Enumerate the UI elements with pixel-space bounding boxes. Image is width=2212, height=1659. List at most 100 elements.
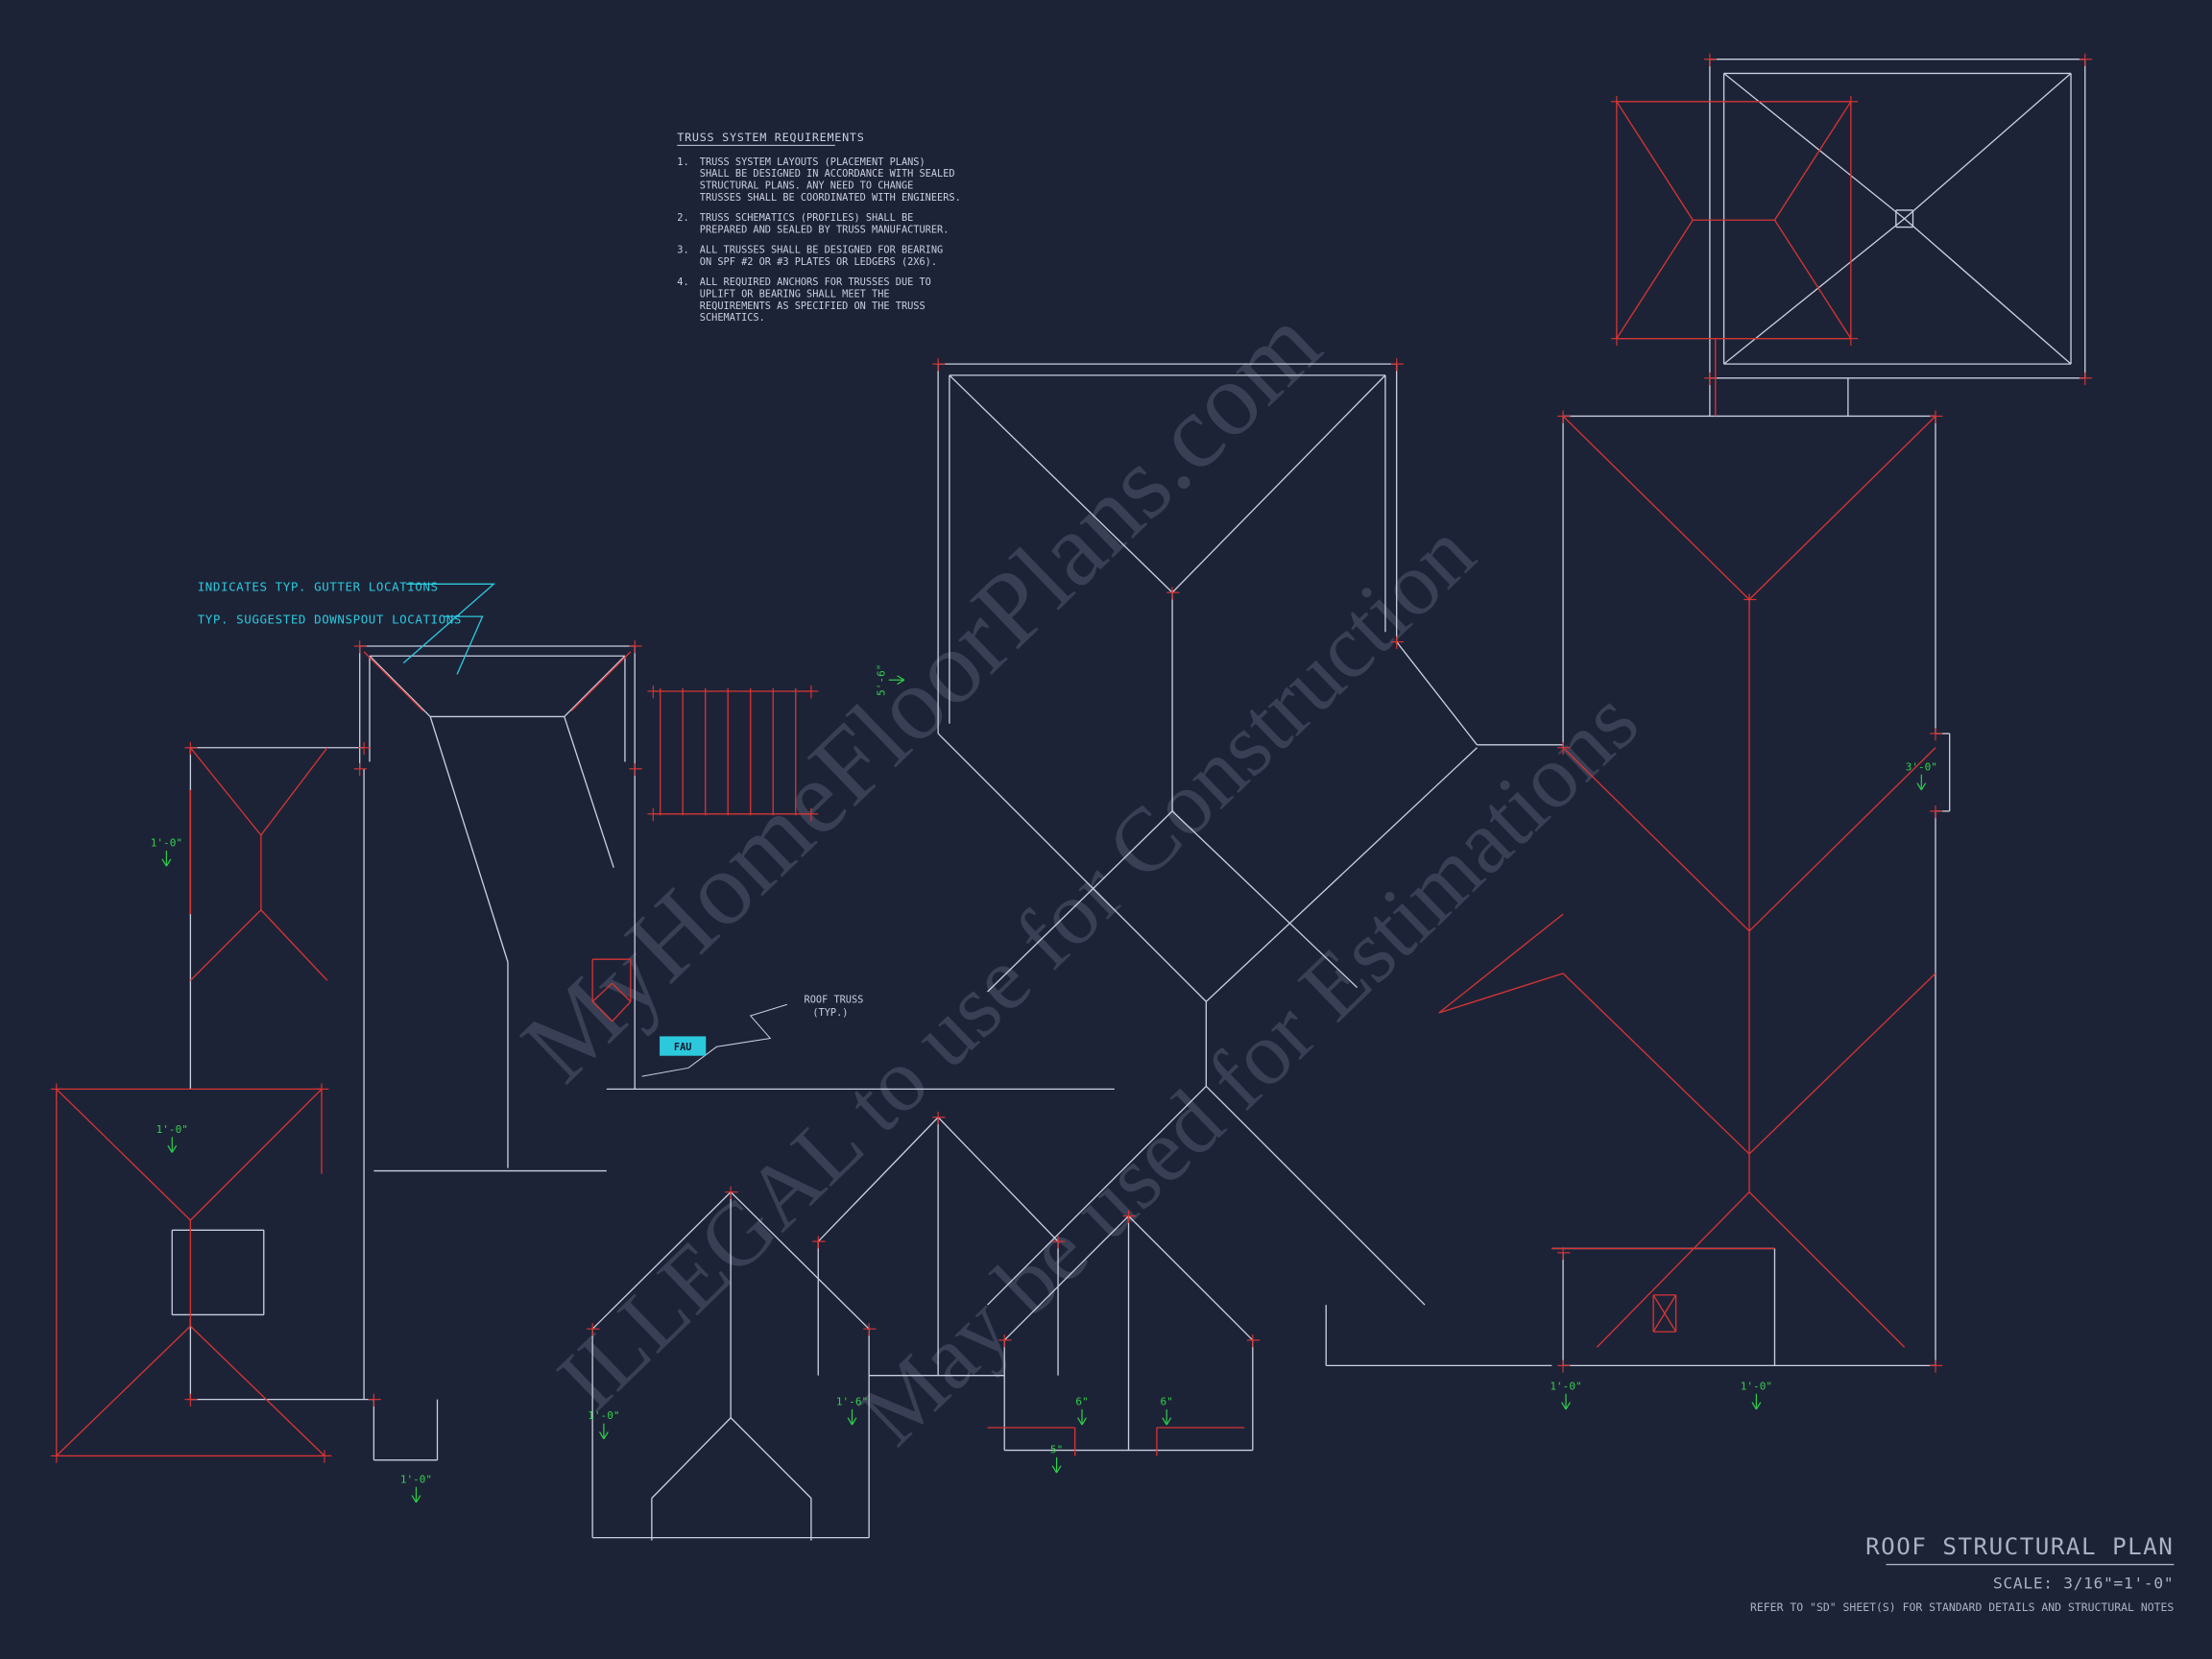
truss-line [1748,1191,1906,1348]
truss-line [1616,219,1694,340]
roof-truss-callout: ROOF TRUSS (TYP.) [805,995,864,1019]
truss-notes-title: TRUSS SYSTEM REQUIREMENTS [677,131,864,144]
dimension-label: 1'-0" [156,1123,188,1136]
truss-line [1562,973,1750,1155]
sheet-scale: SCALE: 3/16"=1'-0" [1993,1575,2174,1593]
truss-line [1596,1191,1750,1348]
note-item-number: 1. [677,156,688,168]
downspout-location-label: TYP. SUGGESTED DOWNSPOUT LOCATIONS [198,612,462,626]
dimension: 5" [1050,1443,1063,1474]
roof-line [429,716,509,963]
fau-tag: FAU [660,1036,707,1056]
leader-line [402,583,496,664]
dimension-arrow [598,1431,605,1440]
roof-line [1723,218,1906,365]
roof-truss-leader-line [641,1003,788,1077]
truss-notes-block: TRUSS SYSTEM REQUIREMENTS 1. TRUSS SYSTEM… [677,131,961,324]
dimension-arrow [171,1144,178,1153]
dimension-arrow [161,858,167,867]
dimension-arrow [1916,782,1922,791]
roof-line [651,1417,732,1499]
note-line: SCHEMATICS. [700,312,765,324]
truss-line [56,1325,191,1456]
truss-line [1748,415,1936,600]
roof-line [730,1191,870,1330]
dimension-arrow [1166,1417,1172,1426]
dimension: 3'-0" [1906,760,1937,791]
note-line: REQUIREMENTS AS SPECIFIED ON THE TRUSS [700,301,926,312]
roof-line [591,1191,732,1330]
roof-line [1396,641,1478,746]
dimension-arrow [1751,1402,1757,1410]
dimension-arrow [852,1417,857,1426]
note-line: TRUSS SYSTEM LAYOUTS (PLACEMENT PLANS) [700,156,926,168]
truss-line [1438,913,1564,1014]
roof-line [1205,747,1478,1002]
truss-line [612,1000,632,1022]
truss-line [1652,1294,1677,1333]
roof-line [369,655,431,717]
dimension-arrow [1565,1402,1571,1410]
roof-line [937,1117,1059,1242]
truss-line [189,1325,325,1456]
truss-line [1562,747,1750,932]
roof-line [987,810,1173,993]
note-item-number: 2. [677,212,688,224]
dimension-label: 6" [1075,1396,1088,1408]
dimension-label: 6" [1161,1396,1173,1408]
truss-line [1748,747,1936,932]
roof-line [564,655,626,717]
note-line: STRUCTURAL PLANS. ANY NEED TO CHANGE [700,180,913,192]
leader-line [443,615,484,675]
dimension-arrow [1051,1465,1058,1474]
dimension: 5'-6" [875,664,905,696]
roof-line [1205,1085,1426,1306]
truss-line [189,747,262,836]
roof-line [1723,72,1906,220]
dimension: 1'-0" [1741,1380,1772,1410]
annotation-leader-lines [402,583,496,675]
dimension-arrow [1077,1417,1083,1426]
truss-line [1773,101,1852,221]
title-block: ROOF STRUCTURAL PLAN SCALE: 3/16"=1'-0" … [1750,1532,2174,1614]
dimension: 6" [1161,1396,1173,1426]
dimension-arrow [1081,1417,1087,1426]
dimension: 1'-0" [400,1473,432,1503]
roof-line [1904,218,2072,365]
roof-truss-label: ROOF TRUSS [805,995,864,1006]
dimension-label: 5'-6" [875,664,887,696]
truss-line [612,982,632,1002]
note-line: ALL TRUSSES SHALL BE DESIGNED FOR BEARIN… [700,245,943,256]
note-line: ALL REQUIRED ANCHORS FOR TRUSSES DUE TO [700,276,931,288]
roof-line [730,1417,812,1499]
truss-line [1438,973,1564,1014]
truss-line [591,982,613,1002]
note-line: ON SPF #2 OR #3 PLATES OR LEDGERS (2X6). [700,256,937,268]
dimension-arrow [415,1495,421,1503]
dimension-arrow [1755,1402,1762,1410]
truss-line [260,747,328,836]
dimension-label: 1'-0" [151,837,182,850]
truss-line [1773,219,1852,340]
sheet-reference-note: REFER TO "SD" SHEET(S) FOR STANDARD DETA… [1750,1600,2174,1614]
gutter-annotations: INDICATES TYP. GUTTER LOCATIONS TYP. SUG… [198,580,462,627]
roof-line [1904,72,2072,220]
truss-line [189,1088,323,1221]
dimension-label: 5" [1050,1443,1063,1455]
corner-tick-marks [50,53,2093,1463]
dimension: 1'-0" [156,1123,188,1153]
truss-line [591,1000,613,1022]
note-line: TRUSS SCHEMATICS (PROFILES) SHALL BE [700,212,913,224]
roof-line [1171,374,1386,593]
note-item-number: 3. [677,245,688,256]
truss-line [189,909,262,981]
note-line: TRUSSES SHALL BE COORDINATED WITH ENGINE… [700,192,961,204]
dimension-arrow [165,858,172,867]
dimension-arrow [411,1495,417,1503]
roof-line [1128,1215,1254,1341]
roof-line [937,733,1207,1002]
truss-leader-line [641,1003,788,1077]
dimension-arrow [897,675,905,681]
truss-line [56,1088,191,1221]
